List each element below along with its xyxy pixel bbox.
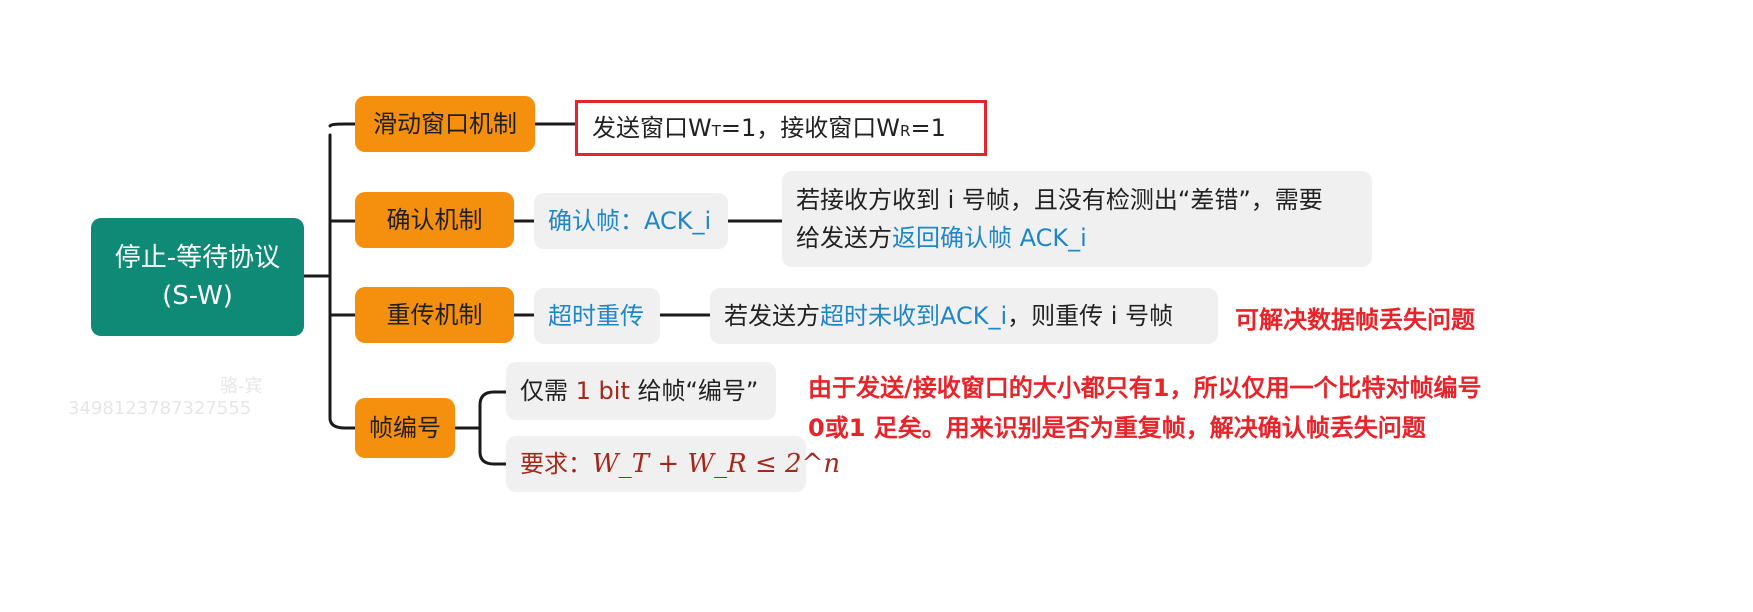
timeout-retransmit-node: 超时重传 bbox=[534, 288, 660, 344]
retransmit-detail-node: 若发送方超时未收到ACK_i，则重传 i 号帧 bbox=[710, 288, 1218, 344]
watermark-name: 骆-宾 bbox=[220, 376, 263, 397]
branch-connector-window bbox=[328, 122, 362, 128]
watermark-id: 3498123787327555 bbox=[68, 398, 252, 419]
numbering-note: 由于发送/接收窗口的大小都只有1，所以仅用一个比特对帧编号 0或1 足矣。用来识… bbox=[808, 374, 1482, 442]
one-bit-numbering-node: 仅需 1 bit 给帧“编号” bbox=[506, 362, 776, 420]
numbering-upper-fork bbox=[478, 390, 508, 430]
branch-connector-numbering bbox=[328, 416, 360, 430]
branch-retransmit-mechanism: 重传机制 bbox=[355, 287, 514, 343]
ack-frame-node: 确认帧：ACK_i bbox=[534, 193, 728, 249]
ack-detail-node: 若接收方收到 i 号帧，且没有检测出“差错”，需要 给发送方返回确认帧 ACK_… bbox=[782, 171, 1372, 267]
branch-sliding-window: 滑动窗口机制 bbox=[355, 96, 535, 152]
root-title: 停止-等待协议 bbox=[114, 243, 281, 273]
root-subtitle: (S-W) bbox=[162, 281, 233, 311]
branch-frame-numbering: 帧编号 bbox=[355, 398, 455, 458]
window-size-requirement-node: 要求：W_T + W_R ≤ 2^n bbox=[506, 436, 840, 492]
branch-ack-mechanism: 确认机制 bbox=[355, 192, 514, 248]
root-node: 停止-等待协议 (S-W) bbox=[91, 218, 304, 336]
numbering-lower-fork bbox=[478, 426, 508, 466]
window-detail-box: 发送窗口WT=1，接收窗口WR=1 bbox=[575, 100, 987, 156]
retransmit-note: 可解决数据帧丢失问题 bbox=[1235, 306, 1475, 334]
